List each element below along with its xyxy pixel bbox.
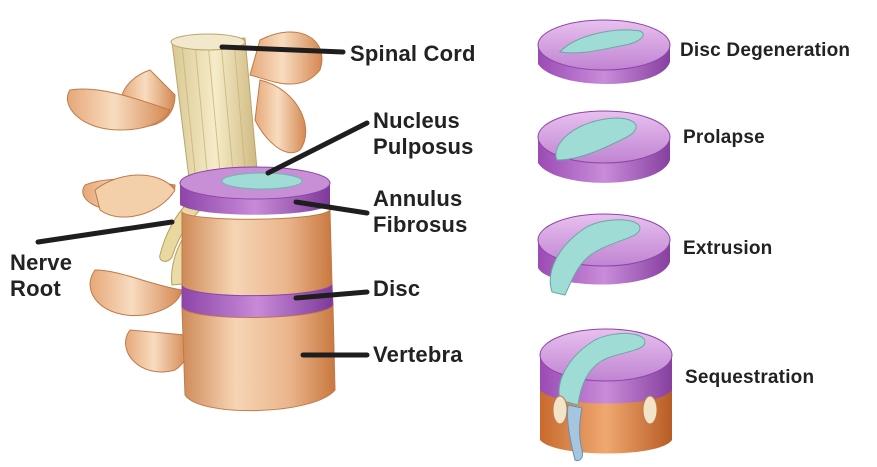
stage-label-extrusion: Extrusion [683,238,772,260]
stage-label-disc-degeneration: Disc Degeneration [680,40,850,62]
spine-illustration [67,32,335,411]
nucleus-pulposus-line1: Nucleus [373,108,474,134]
annulus-fibrosus-label: Annulus Fibrosus [373,186,468,238]
right-upper-process [255,80,306,153]
stage-disc-degeneration-illustration [538,20,670,84]
middle-vertebra-body [182,210,332,296]
stage-label-prolapse: Prolapse [683,127,765,149]
stage-label-sequestration: Sequestration [685,367,814,389]
disc-label: Disc [373,276,420,302]
nerve-root-label: Nerve Root [10,250,72,302]
annulus-fibrosus-line2: Fibrosus [373,212,468,238]
upper-spinous-process [250,32,322,84]
lower-left-process [90,270,182,316]
annulus-fibrosus-line1: Annulus [373,186,468,212]
lower-left-process-2 [126,330,188,372]
nerve-root-leader [38,222,172,242]
nerve-root-line1: Nerve [10,250,72,276]
vertebra-label: Vertebra [373,342,463,368]
nerve-root-line2: Root [10,276,72,302]
spinal-cord-label: Spinal Cord [350,41,476,67]
lower-vertebra-body [182,306,335,411]
nucleus-pulposus-label: Nucleus Pulposus [373,108,474,160]
spinal-cord [172,38,258,186]
upper-disc-nucleus [222,173,302,189]
stage-extrusion-illustration [538,214,670,295]
stage-sequestration-illustration [540,329,672,461]
stage-prolapse-illustration [538,111,670,183]
nucleus-pulposus-line2: Pulposus [373,134,474,160]
